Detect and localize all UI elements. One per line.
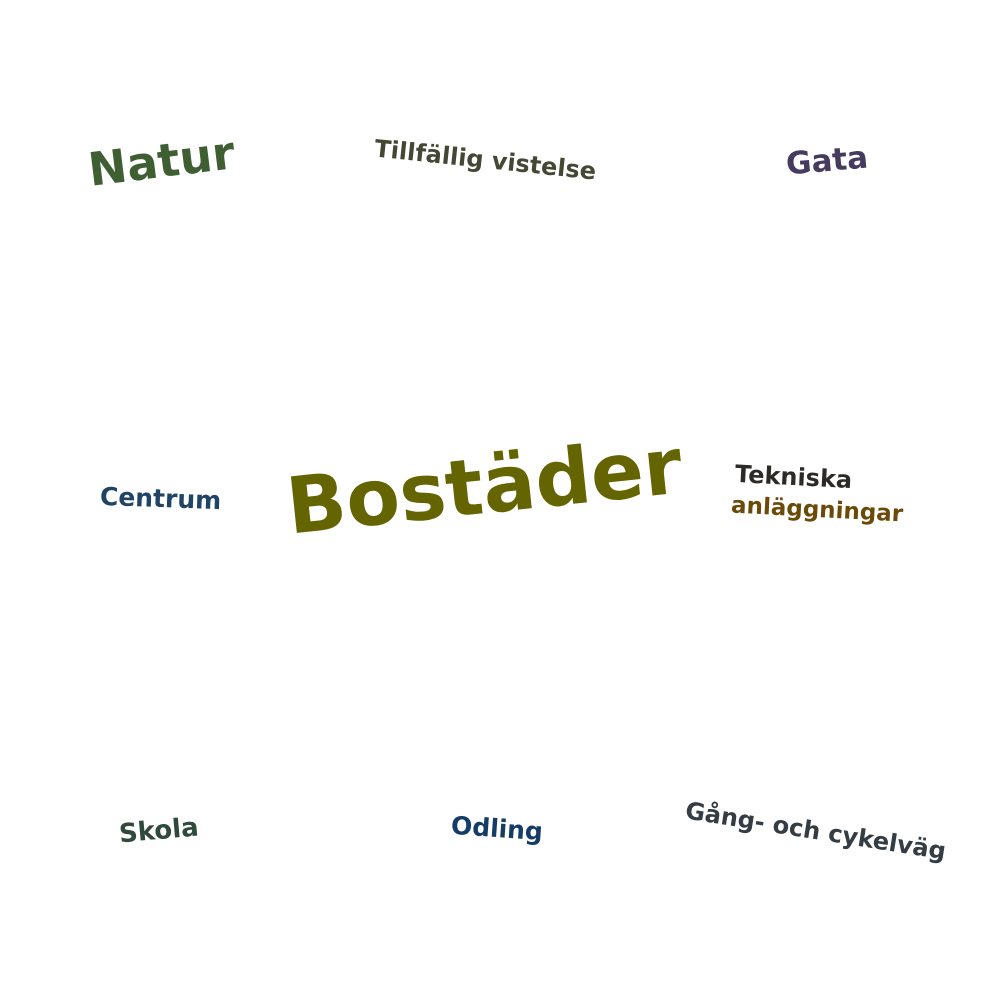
word-skola: Skola <box>117 812 200 850</box>
word-bostader: Bostäder <box>282 421 687 553</box>
word-natur: Natur <box>85 125 238 197</box>
word-centrum: Centrum <box>99 481 222 516</box>
word-tekniska: Tekniska <box>734 459 853 495</box>
word-anlaggningar: anläggningar <box>730 492 904 528</box>
word-odling: Odling <box>450 810 544 847</box>
word-gang-och-cykelvag: Gång- och cykelväg <box>683 796 948 866</box>
word-tillfallig-vistelse: Tillfällig vistelse <box>373 134 598 186</box>
word-gata: Gata <box>784 139 870 183</box>
